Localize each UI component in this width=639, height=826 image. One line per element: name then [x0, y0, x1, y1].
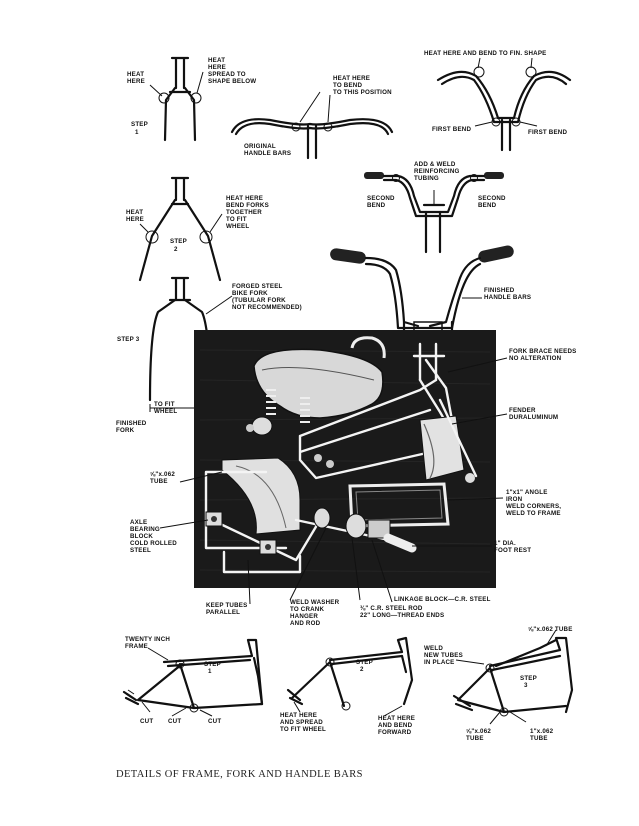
label-tube-062-top: ⅝"x.062 TUBE — [528, 626, 573, 633]
main-assembly-panel — [194, 330, 496, 588]
leader-lines-main — [159, 357, 508, 605]
label-linkage: LINKAGE BLOCK—C.R. STEEL — [394, 596, 491, 603]
original-handle-bars-drawing — [230, 91, 394, 160]
label-first-bend-left: FIRST BEND — [432, 126, 471, 133]
second-bend-bars-drawing — [364, 172, 504, 254]
label-cut-3: CUT — [208, 718, 221, 725]
label-foot-rest: 1" DIA.FOOT REST — [494, 540, 531, 554]
fork-step2-drawing — [138, 176, 223, 282]
label-first-bend-right: FIRST BEND — [528, 129, 567, 136]
fork-step1-drawing — [149, 56, 204, 142]
label-heat-fin: HEAT HERE AND BEND TO FIN. SHAPE — [424, 50, 546, 57]
frame-step2-drawing — [286, 636, 414, 717]
label-fork-step3: STEP 3 — [117, 336, 140, 343]
frame-step1-drawing — [122, 638, 264, 717]
figure-caption: DETAILS OF FRAME, FORK AND HANDLE BARS — [116, 769, 363, 780]
first-bend-bars-drawing — [436, 57, 572, 152]
frame-step3-drawing — [452, 629, 574, 725]
label-cut-2: CUT — [168, 718, 181, 725]
label-cut-1: CUT — [140, 718, 153, 725]
